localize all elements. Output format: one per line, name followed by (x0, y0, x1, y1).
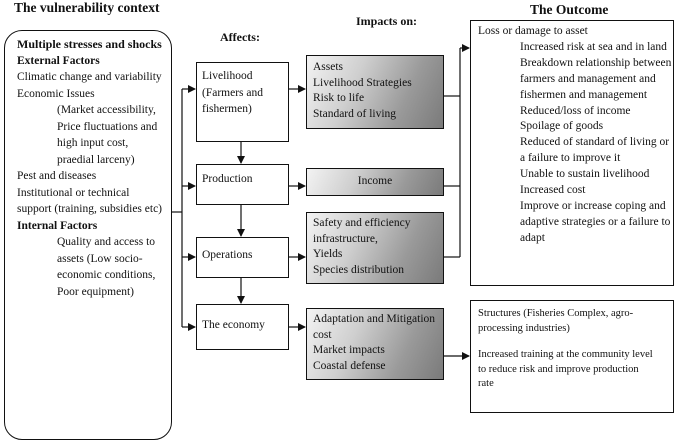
loss-item: adapt (520, 231, 545, 244)
loss-outcome-box: Loss or damage to asset Increased risk a… (470, 20, 674, 286)
impact-item: Standard of living (313, 107, 397, 120)
impact-item: Safety and efficiency (313, 217, 411, 229)
context-line: Institutional or technical (17, 186, 130, 199)
context-line: economic conditions, (57, 269, 156, 281)
impact-item: infrastructure, (313, 232, 378, 245)
loss-item: Reduced of standard of living or (520, 136, 670, 149)
production-label: Production (202, 173, 253, 185)
impact-item: cost (313, 328, 332, 341)
loss-item: a failure to improve it (520, 152, 621, 165)
loss-item: Spoilage of goods (520, 120, 604, 133)
context-line: External Factors (17, 54, 100, 67)
context-line: high input cost, (57, 137, 129, 149)
training-text: Increased training at the community leve… (478, 349, 653, 360)
loss-item: Improve or increase coping and (520, 199, 666, 212)
context-line: Quality and access to (57, 236, 156, 248)
impact-item: Risk to life (313, 92, 365, 104)
vulnerability-context-box: Multiple stresses and shocks External Fa… (4, 30, 172, 440)
structures-text: processing industries) (478, 322, 570, 334)
loss-item: fishermen and management (520, 88, 648, 101)
context-line: Poor equipment) (57, 285, 134, 298)
operations-label: Operations (202, 249, 253, 261)
loss-item: Breakdown relationship between (520, 56, 672, 69)
impacts-on-header: Impacts on: (356, 14, 418, 28)
impact-item: Adaptation and Mitigation (313, 313, 436, 325)
context-line: Multiple stresses and shocks (17, 37, 162, 51)
context-line: Internal Factors (17, 219, 98, 232)
vulnerability-context-header: The vulnerability context (14, 0, 160, 15)
production-box: Production (196, 164, 289, 205)
loss-title: Loss or damage to asset (478, 25, 588, 37)
training-text: to reduce risk and improve production (478, 363, 639, 375)
impact-item: Coastal defense (313, 359, 386, 372)
affects-header: Affects: (220, 30, 260, 44)
context-line: praedial larceny) (57, 153, 135, 166)
loss-item: Unable to sustain livelihood (520, 168, 650, 181)
loss-item: farmers and management and (520, 72, 656, 85)
impact-item: Assets (313, 61, 344, 73)
loss-item: adaptive strategies or a failure to (520, 215, 671, 228)
impact-item: Market impacts (313, 344, 385, 356)
economy-impacts-box: Adaptation and Mitigation cost Market im… (306, 308, 444, 380)
structures-outcome-box: Structures (Fisheries Complex, agro- pro… (470, 300, 674, 413)
context-line: Economic Issues (17, 87, 95, 100)
structures-text: Structures (Fisheries Complex, agro- (478, 308, 634, 319)
loss-item: Reduced/loss of income (520, 104, 631, 117)
loss-item: Increased risk at sea and in land (520, 40, 667, 53)
livelihood-impacts-box: Assets Livelihood Strategies Risk to lif… (306, 55, 444, 129)
operations-box: Operations (196, 237, 289, 278)
context-line: support (training, subsidies etc) (17, 203, 163, 215)
livelihood-label: (Farmers and (202, 86, 263, 99)
livelihood-label: fishermen) (202, 103, 252, 115)
impact-item: Species distribution (313, 263, 405, 276)
impact-item: Income (357, 175, 393, 187)
training-text: rate (478, 378, 494, 389)
context-line: Price fluctuations and (57, 120, 158, 133)
livelihood-label: Livelihood (202, 70, 253, 82)
outcome-header: The Outcome (530, 2, 609, 17)
production-impacts-box: Income (306, 168, 444, 196)
operations-impacts-box: Safety and efficiency infrastructure, Yi… (306, 212, 444, 284)
economy-box: The economy (196, 304, 289, 350)
context-line: (Market accessibility, (57, 104, 156, 116)
impact-item: Yields (313, 248, 343, 260)
livelihood-box: Livelihood (Farmers and fishermen) (196, 62, 289, 142)
economy-label: The economy (202, 319, 265, 331)
loss-item: Increased cost (520, 184, 586, 197)
context-line: Pest and diseases (17, 170, 97, 182)
impact-item: Livelihood Strategies (313, 76, 412, 89)
loss-items-list: Increased risk at sea and in land Breakd… (478, 40, 673, 247)
context-line: Climatic change and variability (17, 71, 162, 83)
context-line: assets (Low socio- (57, 252, 143, 265)
